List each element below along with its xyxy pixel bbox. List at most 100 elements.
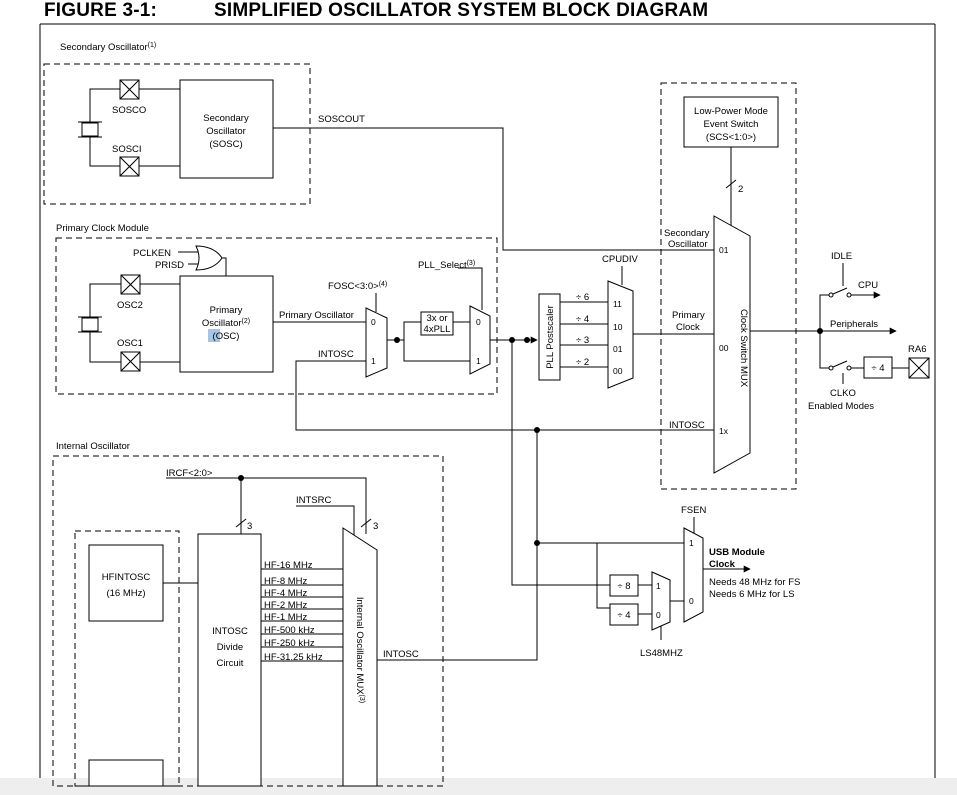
clock-switch-code-00: 00 <box>719 343 729 353</box>
text-selection-highlight <box>208 329 220 342</box>
fsen-label: FSEN <box>681 505 706 516</box>
lfintosc-block-partial <box>88 759 164 787</box>
sec-osc-line2: Oscillator <box>668 239 708 250</box>
pll-select-label: PLL_Select(3) <box>418 260 475 271</box>
figure-number: FIGURE 3-1: <box>44 0 158 21</box>
lp-line1: Low-Power Mode <box>694 106 768 117</box>
freq-500khz: HF-500 kHz <box>264 625 315 636</box>
primary-region <box>55 237 498 395</box>
intsrc-label: INTSRC <box>296 495 332 506</box>
fosc-mux <box>365 307 388 378</box>
div4-post: ÷ 4 <box>576 314 589 325</box>
sosc-line2: Oscillator <box>206 126 246 137</box>
osc1-label: OSC1 <box>117 338 143 349</box>
div3: ÷ 3 <box>576 335 589 346</box>
clock-switch-code-01: 01 <box>719 245 729 255</box>
secondary-region-label: Secondary Oscillator(1) <box>60 42 156 53</box>
usb-note-ls: Needs 6 MHz for LS <box>709 589 795 600</box>
soscout-wire <box>273 127 714 251</box>
divide-line1: INTOSC <box>212 626 248 637</box>
internal-oscillator-mux <box>342 527 378 787</box>
peripherals-label: Peripherals <box>830 319 878 330</box>
pclken-label: PCLKEN <box>133 248 171 259</box>
pll-block <box>420 311 454 336</box>
divide-line3: Circuit <box>217 658 244 669</box>
usb-title-line1: USB Module <box>709 547 765 558</box>
pll-postscaler-block <box>538 293 561 381</box>
lp-line2: Event Switch <box>704 119 759 130</box>
hfintosc-line2: (16 MHz) <box>106 588 145 599</box>
cpu-label: CPU <box>858 280 878 291</box>
pll-mux-in0: 0 <box>476 317 481 327</box>
low-power-mode-block <box>683 96 779 148</box>
secondary-oscillator-block <box>179 79 274 179</box>
enabled-modes-label: Enabled Modes <box>808 401 874 412</box>
internal-mux-label: Internal Oscillator MUX(3) <box>354 597 365 703</box>
intosc-divide-block <box>197 533 262 787</box>
cpudiv-label: CPUDIV <box>602 254 639 265</box>
fsen-in1: 1 <box>689 538 694 548</box>
pll-mux-in1: 1 <box>476 356 481 366</box>
fosc-label: FOSC<3:0>(4) <box>328 281 387 292</box>
primary-intosc-label: INTOSC <box>318 349 354 360</box>
ls48-mux <box>651 571 671 631</box>
osc2-label: OSC2 <box>117 300 143 311</box>
usb-title-line2: Clock <box>709 559 736 570</box>
ircf-label: IRCF<2:0> <box>166 468 213 479</box>
sosco-label: SOSCO <box>112 105 146 116</box>
primary-osc-out-label: Primary Oscillator <box>279 310 354 321</box>
sosc-line1: Secondary <box>203 113 249 124</box>
clko-label: CLKO <box>830 388 856 399</box>
prisd-label: PRISD <box>155 260 184 271</box>
freq-31khz: HF-31.25 kHz <box>264 652 323 663</box>
freq-1mhz: HF-1 MHz <box>264 612 308 623</box>
primary-clock-line1: Primary <box>672 310 705 321</box>
cpudiv-code-01: 01 <box>613 344 623 354</box>
intosc-switch-label: INTOSC <box>669 420 705 431</box>
ls48mhz-label: LS48MHZ <box>640 648 683 659</box>
figure-caption: SIMPLIFIED OSCILLATOR SYSTEM BLOCK DIAGR… <box>214 0 709 21</box>
pll-postscaler-label: PLL Postscaler <box>545 305 556 369</box>
usb-div4: ÷ 4 <box>617 610 630 621</box>
freq-4mhz: HF-4 MHz <box>264 588 308 599</box>
secondary-region <box>43 63 311 205</box>
freq-2mhz: HF-2 MHz <box>264 600 308 611</box>
secondary-crystal <box>81 122 99 137</box>
figure-title: FIGURE 3-1: SIMPLIFIED OSCILLATOR SYSTEM … <box>44 0 708 22</box>
sosci-label: SOSCI <box>112 144 142 155</box>
div6: ÷ 6 <box>576 292 589 303</box>
posc-line3: (OSC) <box>213 331 240 342</box>
cpudiv-mux <box>607 280 634 389</box>
cpudiv-code-00: 00 <box>613 366 623 376</box>
sec-osc-line1: Secondary <box>664 228 710 239</box>
primary-region-label: Primary Clock Module <box>56 223 149 234</box>
lp-line3: (SCS<1:0>) <box>706 132 756 143</box>
clock-switch-code-1x: 1x <box>719 426 729 436</box>
lp-bus-width: 2 <box>738 184 743 195</box>
usb-feed-wire <box>511 340 610 586</box>
clock-switch-mux-label: Clock Switch MUX <box>738 309 749 388</box>
ra6-label: RA6 <box>908 344 926 355</box>
internal-intosc-out-label: INTOSC <box>383 649 419 660</box>
posc-line2: Oscillator(2) <box>202 318 250 329</box>
clock-switch-mux <box>713 215 751 474</box>
intosc-feed-wire <box>295 360 714 431</box>
pll-line2: 4xPLL <box>424 324 451 335</box>
divide-line2: Divide <box>217 642 243 653</box>
cpudiv-code-10: 10 <box>613 322 623 332</box>
freq-8mhz: HF-8 MHz <box>264 576 308 587</box>
frequency-taps <box>261 568 343 662</box>
hfintosc-block <box>88 544 164 622</box>
fsen-mux <box>683 527 704 623</box>
intsrc-bus-width: 3 <box>373 521 378 532</box>
pll-line1: 3x or <box>426 313 447 324</box>
freq-250khz: HF-250 kHz <box>264 638 315 649</box>
clko-div4: ÷ 4 <box>871 363 884 374</box>
pll-select-mux <box>469 305 491 375</box>
internal-region-label: Internal Oscillator <box>56 441 130 452</box>
soscout-label: SOSCOUT <box>318 114 365 125</box>
ls48-in1: 1 <box>656 581 661 591</box>
idle-label: IDLE <box>831 251 852 262</box>
sosc-line3: (SOSC) <box>209 139 242 150</box>
fosc-mux-in0: 0 <box>371 317 376 327</box>
